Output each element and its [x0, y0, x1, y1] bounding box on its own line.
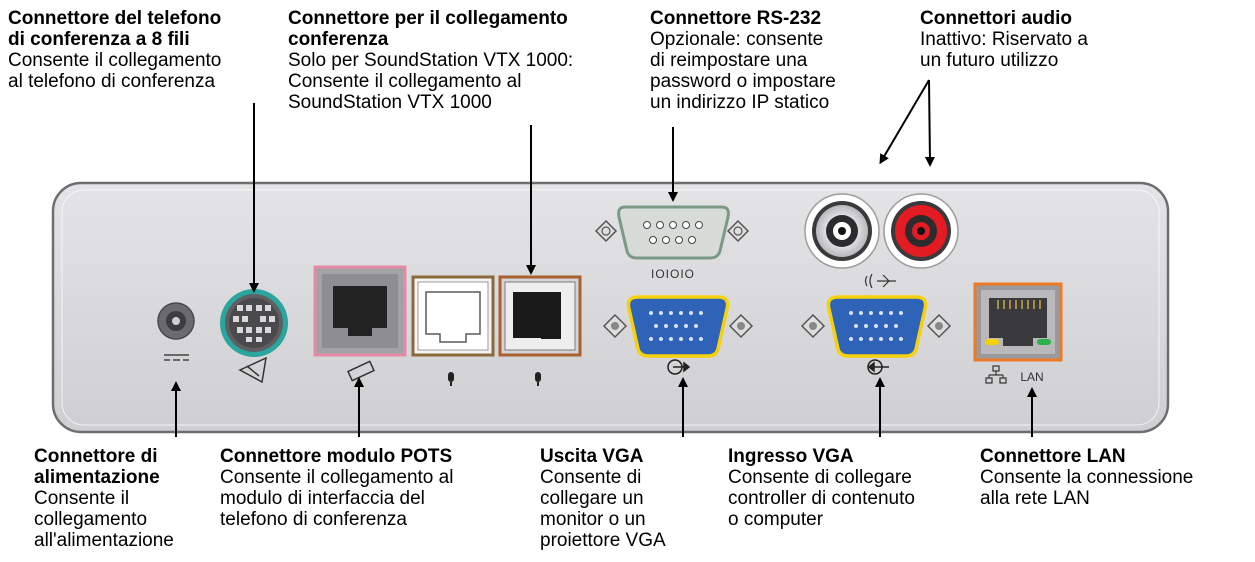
- callout-conference-phone: Connettore del telefono di conferenza a …: [8, 8, 221, 92]
- callout-desc: telefono di conferenza: [220, 509, 407, 530]
- rs232-connector: [594, 205, 750, 260]
- callout-title: Connettore per il collegamento: [288, 8, 568, 29]
- pots-module-icon: [347, 360, 375, 382]
- callout-desc: Consente il collegamento al: [220, 467, 454, 488]
- callout-audio: Connettori audio Inattivo: Riservato a u…: [920, 8, 1088, 71]
- callout-desc: al telefono di conferenza: [8, 71, 216, 92]
- audio-icon: [864, 273, 896, 289]
- microphone-icon-1: [448, 372, 454, 386]
- callout-lan: Connettore LAN Consente la connessione a…: [980, 446, 1193, 509]
- callout-vga-out: Uscita VGA Consente di collegare un moni…: [540, 446, 666, 551]
- callout-power: Connettore di alimentazione Consente il …: [34, 446, 174, 551]
- conference-phone-icon: [238, 356, 267, 384]
- dc-power-icon: [164, 354, 189, 361]
- callout-desc: monitor o un: [540, 509, 646, 530]
- callout-title: Connettori audio: [920, 8, 1072, 29]
- mini-din-connector: [220, 289, 288, 357]
- callout-desc: un indirizzo IP statico: [650, 92, 830, 113]
- callout-desc: Consente il collegamento al: [288, 71, 522, 92]
- callout-desc: Opzionale: consente: [650, 29, 824, 50]
- microphone-icon-2: [535, 372, 541, 386]
- callout-desc: Consente il collegamento: [8, 50, 222, 71]
- callout-desc: Consente di: [540, 467, 642, 488]
- panel-inner-line: [61, 189, 1160, 426]
- callout-desc: password o impostare: [650, 71, 836, 92]
- callout-desc: collegamento: [34, 509, 148, 530]
- arrow-audio-left: [879, 79, 930, 165]
- callout-desc: o computer: [728, 509, 824, 530]
- vga-in-connector: [800, 295, 952, 358]
- arrow-audio-right: [924, 79, 935, 167]
- rca-red-connector: [883, 193, 959, 269]
- network-icon: [985, 365, 1007, 384]
- callout-desc: modulo di interfaccia del: [220, 488, 425, 509]
- microphone-jack-unused: [411, 275, 495, 357]
- callout-title: conferenza: [288, 29, 389, 50]
- callout-desc: Consente il: [34, 488, 130, 509]
- callout-pots: Connettore modulo POTS Consente il colle…: [220, 446, 453, 530]
- callout-desc: alla rete LAN: [980, 488, 1090, 509]
- callout-vga-in: Ingresso VGA Consente di collegare contr…: [728, 446, 915, 530]
- callout-title: Connettore di: [34, 446, 158, 467]
- callout-title: Ingresso VGA: [728, 446, 854, 467]
- callout-title: di conferenza a 8 fili: [8, 29, 190, 50]
- callout-desc: proiettore VGA: [540, 530, 666, 551]
- power-jack: [157, 302, 195, 340]
- callout-title: Connettore RS-232: [650, 8, 822, 29]
- vga-out-connector: [602, 295, 754, 358]
- video-in-icon: [867, 359, 889, 375]
- lan-connector: [973, 282, 1063, 362]
- callout-rs232: Connettore RS-232 Opzionale: consente di…: [650, 8, 836, 113]
- leader-lines: [171, 79, 1037, 437]
- callout-title: Connettore del telefono: [8, 8, 222, 29]
- callout-desc: all'alimentazione: [34, 530, 174, 551]
- callout-desc: Consente la connessione: [980, 467, 1194, 488]
- callout-title: Uscita VGA: [540, 446, 644, 467]
- callout-desc: collegare un: [540, 488, 644, 509]
- callout-desc: controller di contenuto: [728, 488, 915, 509]
- callout-desc: Inattivo: Riservato a: [920, 29, 1088, 50]
- video-out-icon: [667, 359, 691, 375]
- serial-label: IOIOIO: [651, 267, 695, 281]
- lan-label: LAN: [1020, 370, 1043, 384]
- rca-white-connector: [804, 193, 880, 269]
- callout-title: Connettore modulo POTS: [220, 446, 453, 467]
- callout-desc: Solo per SoundStation VTX 1000:: [288, 50, 574, 71]
- callout-desc: SoundStation VTX 1000: [288, 92, 492, 113]
- callout-title: Connettore LAN: [980, 446, 1126, 467]
- callout-desc: Consente di collegare: [728, 467, 912, 488]
- callout-link: Connettore per il collegamento conferenz…: [288, 8, 573, 113]
- link-connector: [498, 275, 582, 357]
- callout-title: alimentazione: [34, 467, 160, 488]
- pots-connector: [313, 265, 407, 357]
- callout-desc: un futuro utilizzo: [920, 50, 1059, 71]
- callout-desc: di reimpostare una: [650, 50, 808, 71]
